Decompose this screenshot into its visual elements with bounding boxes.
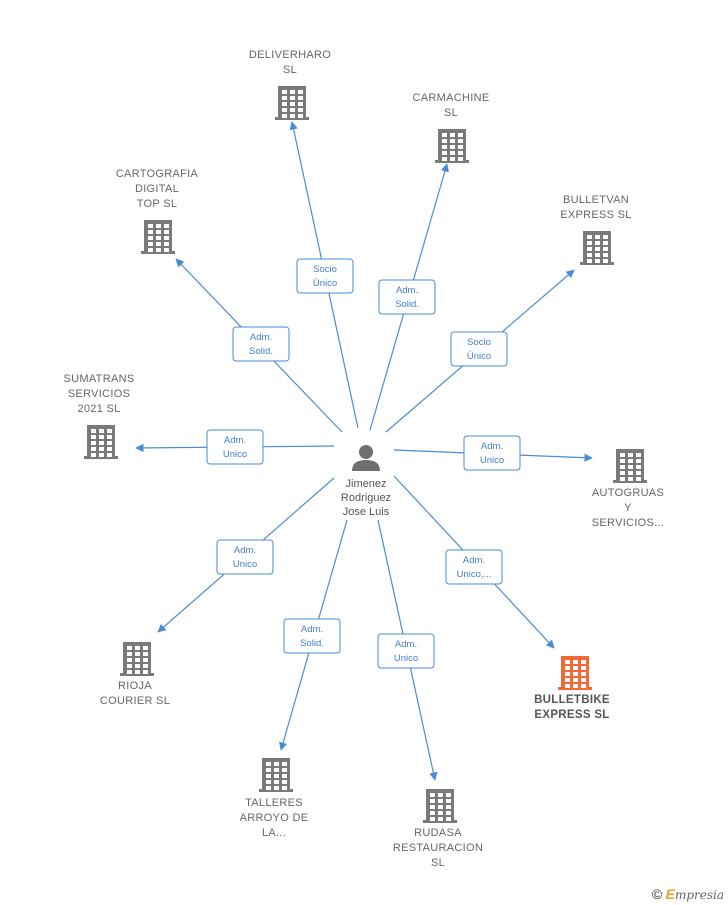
person-name[interactable]: Jose Luis bbox=[343, 506, 390, 518]
company-name-carmachine[interactable]: CARMACHINE bbox=[413, 92, 490, 104]
company-name-deliverharo[interactable]: SL bbox=[283, 64, 297, 76]
company-name-sumatrans[interactable]: SERVICIOS bbox=[68, 388, 130, 400]
company-name-rudasa[interactable]: SL bbox=[431, 857, 445, 869]
company-name-talleres[interactable]: LA... bbox=[262, 827, 286, 839]
role-text: Adm. bbox=[301, 624, 323, 635]
footer-brand: © Empresia bbox=[652, 886, 724, 902]
brand-initial: E bbox=[665, 886, 675, 902]
company-name-autogruas[interactable]: AUTOGRUAS bbox=[592, 487, 664, 499]
building-icon-sumatrans[interactable] bbox=[84, 425, 118, 459]
role-text: Adm. bbox=[395, 639, 417, 650]
company-name-rudasa[interactable]: RESTAURACION bbox=[393, 842, 483, 854]
role-text: Solid. bbox=[249, 346, 273, 357]
role-text: Socio bbox=[313, 264, 337, 275]
person-name[interactable]: Jimenez bbox=[346, 478, 387, 490]
company-name-cartografia[interactable]: CARTOGRAFIA bbox=[116, 168, 199, 180]
role-badge-talleres[interactable]: Adm. Solid. bbox=[283, 618, 341, 654]
role-text: Unico bbox=[223, 449, 247, 460]
role-text: Adm. bbox=[224, 435, 246, 446]
company-name-talleres[interactable]: TALLERES bbox=[245, 797, 303, 809]
company-name-talleres[interactable]: ARROYO DE bbox=[240, 812, 309, 824]
company-name-bulletbike[interactable]: EXPRESS SL bbox=[534, 709, 609, 721]
role-badge-rudasa[interactable]: Adm. Unico bbox=[377, 633, 435, 669]
building-icon-deliverharo[interactable] bbox=[275, 86, 309, 120]
role-text: Único bbox=[313, 278, 337, 289]
company-name-autogruas[interactable]: Y bbox=[624, 502, 632, 514]
company-name-bulletvan[interactable]: EXPRESS SL bbox=[560, 209, 631, 221]
company-name-rioja[interactable]: COURIER SL bbox=[100, 695, 170, 707]
role-text: Adm. bbox=[463, 555, 485, 566]
role-badge-cartografia[interactable]: Adm. Solid. bbox=[232, 326, 290, 362]
company-name-carmachine[interactable]: SL bbox=[444, 107, 458, 119]
role-text: Unico,... bbox=[457, 569, 492, 580]
building-icon-talleres[interactable] bbox=[259, 758, 293, 792]
role-text: Solid. bbox=[300, 638, 324, 649]
role-text: Único bbox=[467, 351, 491, 362]
role-text: Adm. bbox=[481, 441, 503, 452]
role-badge-bulletbike[interactable]: Adm. Unico,... bbox=[445, 549, 503, 585]
building-icon-bulletvan[interactable] bbox=[580, 231, 614, 265]
company-name-rudasa[interactable]: RUDASA bbox=[414, 827, 462, 839]
role-text: Unico bbox=[394, 653, 418, 664]
role-text: Adm. bbox=[250, 332, 272, 343]
role-text: Adm. bbox=[396, 285, 418, 296]
company-name-deliverharo[interactable]: DELIVERHARO bbox=[249, 49, 331, 61]
role-text: Unico bbox=[233, 559, 257, 570]
copyright-symbol: © bbox=[651, 886, 663, 902]
company-name-sumatrans[interactable]: 2021 SL bbox=[77, 403, 120, 415]
role-text: Solid. bbox=[395, 299, 419, 310]
building-icon-autogruas[interactable] bbox=[613, 449, 647, 483]
role-text: Socio bbox=[467, 337, 491, 348]
company-name-sumatrans[interactable]: SUMATRANS bbox=[64, 373, 135, 385]
role-badge-autogruas[interactable]: Adm. Unico bbox=[463, 435, 521, 471]
role-text: Unico bbox=[480, 455, 504, 466]
brand-name: mpresia bbox=[674, 888, 724, 902]
building-icon-rudasa[interactable] bbox=[423, 789, 457, 823]
role-text: Adm. bbox=[234, 545, 256, 556]
company-name-bulletbike[interactable]: BULLETBIKE bbox=[534, 694, 610, 706]
role-badge-rioja[interactable]: Adm. Unico bbox=[216, 539, 274, 575]
building-icon-bulletbike[interactable] bbox=[558, 656, 592, 690]
building-icon-cartografia[interactable] bbox=[141, 220, 175, 254]
company-name-cartografia[interactable]: DIGITAL bbox=[135, 183, 179, 195]
person-name[interactable]: Rodriguez bbox=[341, 492, 391, 504]
company-name-autogruas[interactable]: SERVICIOS... bbox=[592, 517, 664, 529]
building-icon-rioja[interactable] bbox=[120, 642, 154, 676]
company-name-bulletvan[interactable]: BULLETVAN bbox=[563, 194, 629, 206]
company-name-cartografia[interactable]: TOP SL bbox=[137, 198, 178, 210]
role-badge-carmachine[interactable]: Adm. Solid. bbox=[378, 279, 436, 315]
company-name-rioja[interactable]: RIOJA bbox=[118, 680, 152, 692]
person-icon[interactable] bbox=[352, 445, 380, 471]
role-badge-sumatrans[interactable]: Adm. Unico bbox=[206, 429, 264, 465]
building-icon-carmachine[interactable] bbox=[435, 129, 469, 163]
